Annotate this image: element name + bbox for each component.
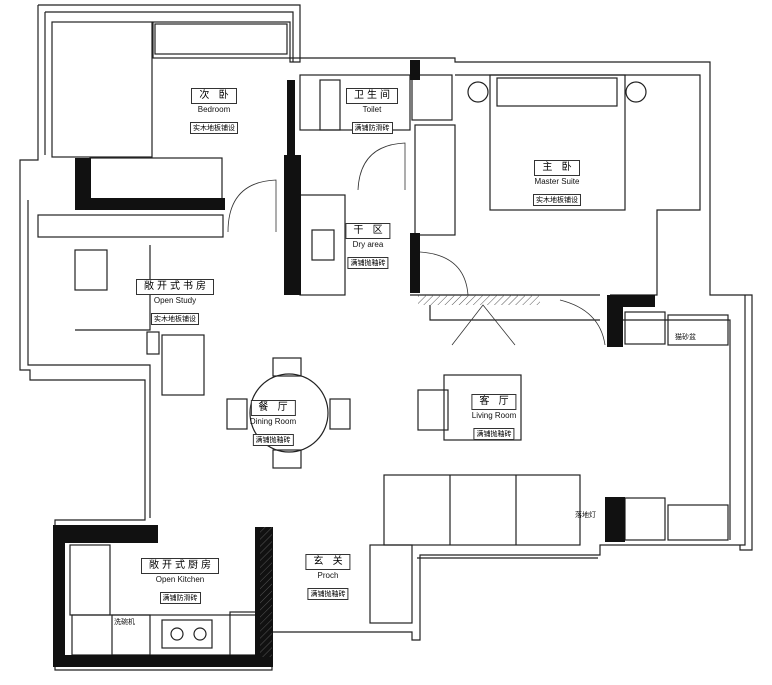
room-dining: 餐 厅 Dining Room 满铺抛釉砖	[250, 395, 296, 446]
room-master-suite: 主 卧 Master Suite 实木地板铺设	[533, 155, 581, 206]
room-name-en: Open Study	[153, 296, 197, 305]
room-name-en: Dry area	[352, 240, 384, 249]
floor-material: 实木地板铺设	[533, 194, 581, 206]
room-living: 客 厅 Living Room 满铺抛釉砖	[471, 389, 517, 440]
floor-material: 满铺抛釉砖	[347, 257, 389, 269]
room-name-en: Living Room	[471, 411, 517, 420]
room-second-bedroom: 次 卧 Bedroom 实木地板铺设	[190, 83, 238, 134]
room-name-zh: 卫生间	[346, 88, 398, 104]
room-name-zh: 干 区	[345, 223, 391, 239]
room-name-zh: 客 厅	[471, 394, 517, 410]
floor-material: 实木地板铺设	[151, 313, 199, 325]
room-open-kitchen: 敞开式厨房 Open Kitchen 满铺防滑砖	[141, 553, 219, 604]
floor-material: 满铺抛釉砖	[473, 428, 515, 440]
room-name-zh: 玄 关	[305, 554, 351, 570]
room-name-zh: 次 卧	[191, 88, 237, 104]
room-name-zh: 餐 厅	[250, 400, 296, 416]
room-name-zh: 主 卧	[534, 160, 580, 176]
room-name-zh: 敞开式书房	[136, 279, 214, 295]
room-name-zh: 敞开式厨房	[141, 558, 219, 574]
room-name-en: Bedroom	[197, 105, 231, 114]
floor-lamp-label: 落地灯	[575, 511, 596, 519]
litter-box-label: 猫砂盆	[675, 333, 696, 341]
floor-material: 满铺防滑砖	[351, 122, 393, 134]
room-toilet: 卫生间 Toilet 满铺防滑砖	[346, 83, 398, 134]
floor-material: 实木地板铺设	[190, 122, 238, 134]
floor-material: 满铺抛釉砖	[252, 434, 294, 446]
floor-material: 满铺抛釉砖	[307, 588, 349, 600]
room-porch: 玄 关 Proch 满铺抛釉砖	[305, 549, 351, 600]
room-name-en: Master Suite	[534, 177, 580, 186]
floor-material: 满铺防滑砖	[159, 592, 201, 604]
room-dry-area: 干 区 Dry area 满铺抛釉砖	[345, 218, 391, 269]
room-name-en: Toilet	[362, 105, 382, 114]
room-name-en: Dining Room	[249, 417, 297, 426]
dishwasher-label: 洗碗机	[114, 618, 135, 626]
room-name-en: Open Kitchen	[155, 575, 205, 584]
room-open-study: 敞开式书房 Open Study 实木地板铺设	[136, 274, 214, 325]
room-name-en: Proch	[317, 571, 339, 580]
